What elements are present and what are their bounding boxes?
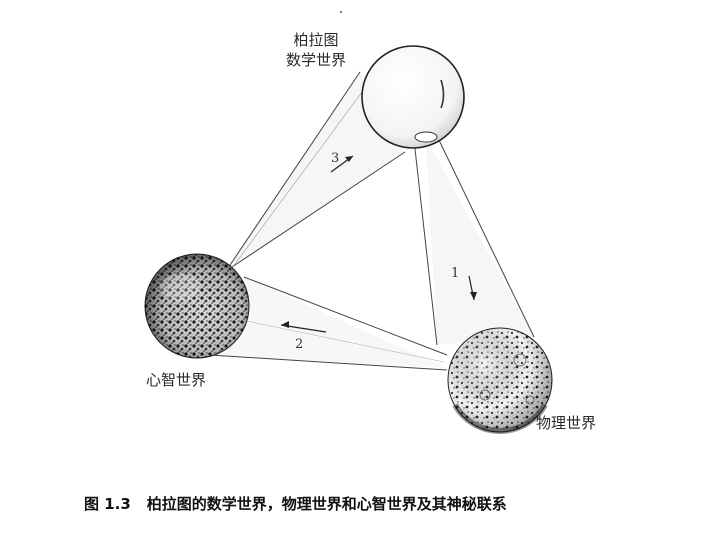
caption-text: 柏拉图的数学世界，物理世界和心智世界及其神秘联系	[146, 495, 507, 513]
cone-platonic-to-physical	[413, 137, 535, 346]
physical-world-sphere	[447, 327, 553, 434]
stray-dot	[340, 11, 342, 13]
figure-caption: 图 1.3 柏拉图的数学世界，物理世界和心智世界及其神秘联系	[84, 493, 507, 514]
platonic-world-sphere	[361, 45, 465, 149]
mental-world-label: 心智世界	[146, 371, 207, 389]
arrow-3-label: 3	[331, 151, 339, 166]
arrow-3: 3	[330, 151, 354, 173]
arrow-1: 1	[451, 266, 477, 301]
figure-number: 图 1.3	[84, 495, 131, 513]
platonic-world-label: 柏拉图 数学世界	[268, 30, 364, 70]
physical-world-label: 物理世界	[536, 414, 597, 432]
platonic-label-line1: 柏拉图	[293, 31, 339, 49]
arrow-2-label: 2	[295, 337, 303, 352]
mental-world-sphere	[144, 253, 250, 359]
platonic-label-line2: 数学世界	[285, 51, 346, 69]
cone-mental-to-platonic	[225, 71, 406, 272]
arrow-2: 2	[280, 321, 327, 352]
arrow-1-label: 1	[451, 266, 459, 281]
cone-physical-to-mental	[209, 276, 448, 371]
